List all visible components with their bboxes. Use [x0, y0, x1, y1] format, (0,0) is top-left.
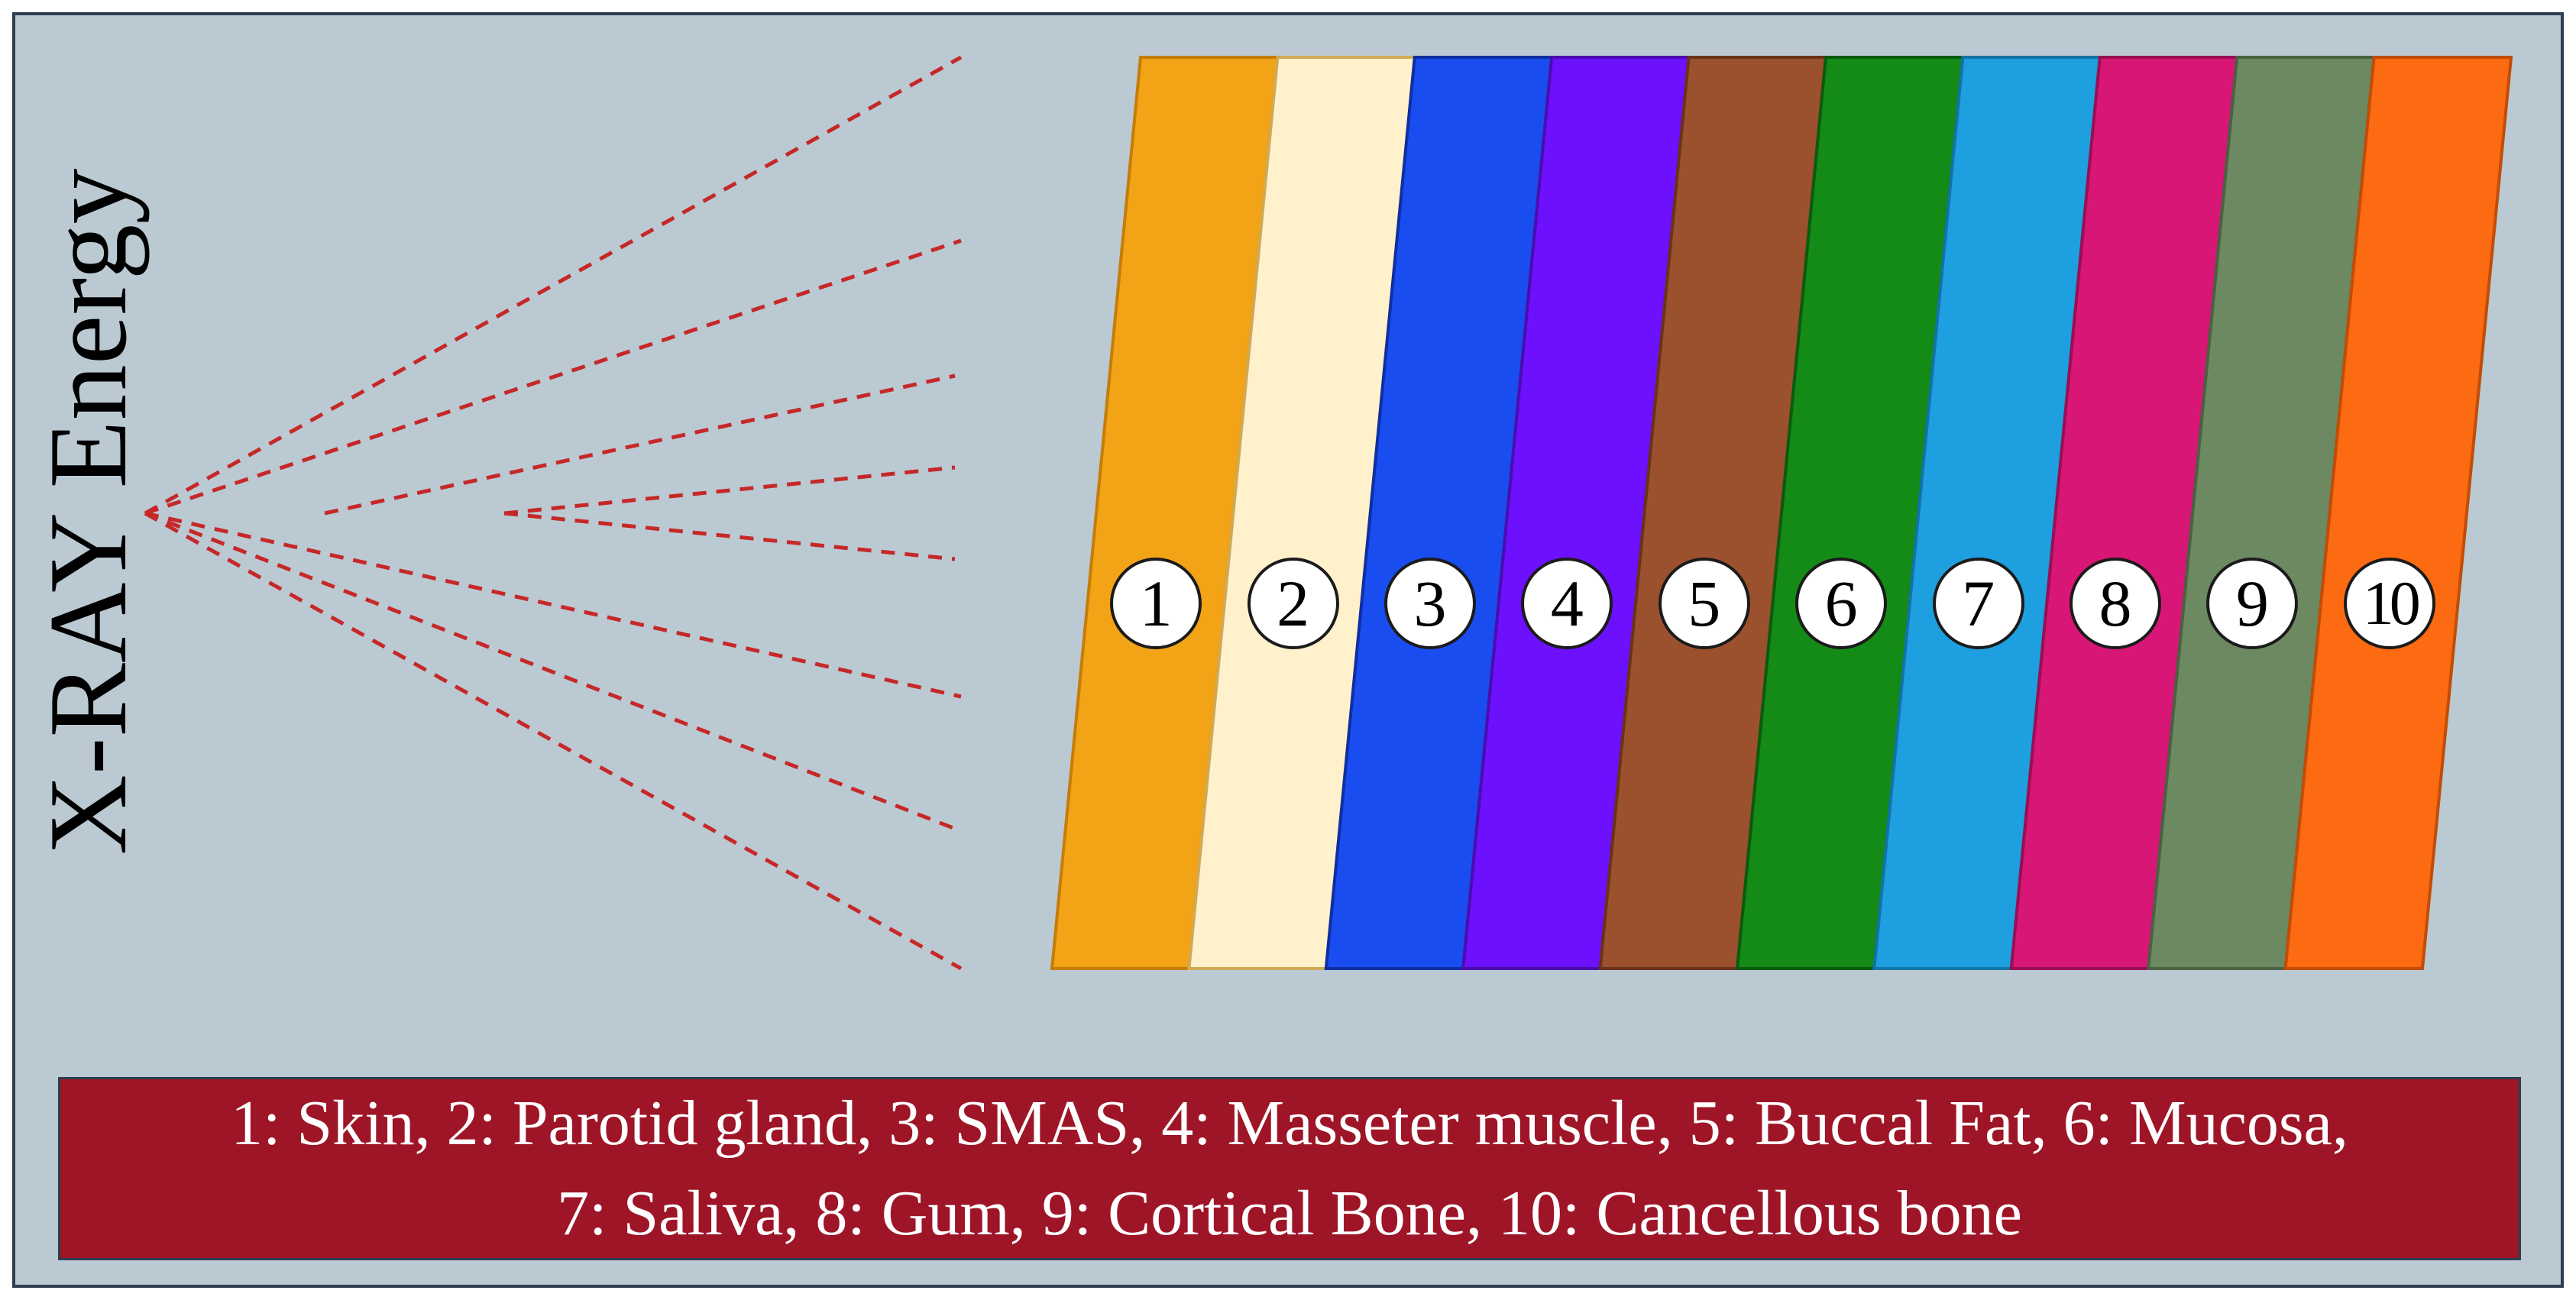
beam-ray-1	[144, 55, 963, 516]
axis-title: X-RAY Energy	[26, 168, 150, 855]
beam-ray-5	[503, 511, 956, 561]
xray-beam	[144, 55, 963, 971]
beam-ray-2	[144, 238, 962, 516]
legend-box: 1: Skin, 2: Parotid gland, 3: SMAS, 4: M…	[58, 1077, 2521, 1260]
beam-ray-4	[503, 465, 956, 516]
tissue-layers	[1050, 56, 2513, 970]
beam-ray-3	[324, 374, 956, 516]
beam-ray-7	[144, 511, 962, 833]
legend-line-2: 7: Saliva, 8: Gum, 9: Cortical Bone, 10:…	[557, 1178, 2022, 1249]
layer-band-10	[2283, 56, 2513, 970]
legend-line-1: 1: Skin, 2: Parotid gland, 3: SMAS, 4: M…	[231, 1088, 2348, 1159]
beam-ray-8	[144, 511, 963, 971]
beam-ray-6	[144, 511, 962, 699]
